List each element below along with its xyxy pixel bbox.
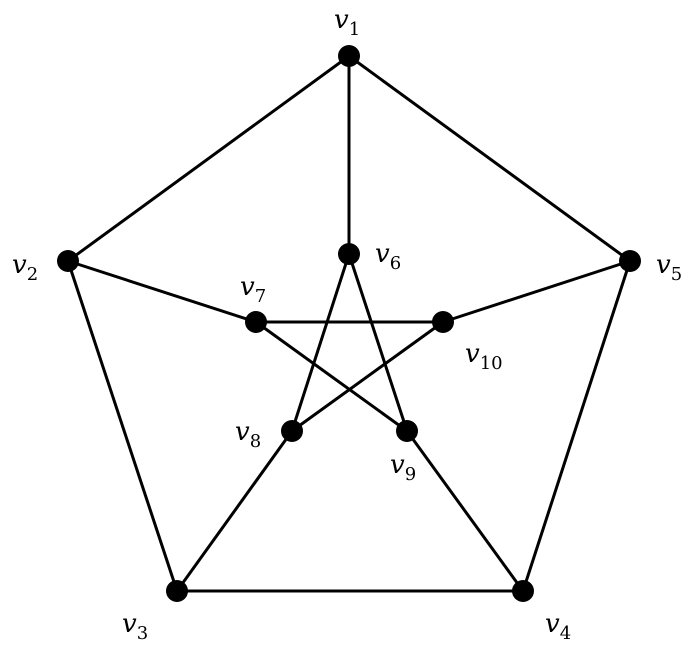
vertex-label-subscript: 10 [480, 353, 503, 374]
vertex-v7 [245, 311, 267, 333]
edge-v1-v2 [66, 54, 351, 263]
edge-v2-v3 [66, 259, 179, 593]
edge-v4-v5 [521, 259, 632, 593]
vertex-label-letter: v [240, 272, 255, 302]
vertex-label-subscript: 1 [349, 19, 360, 40]
vertex-label-v5: v5 [656, 250, 682, 285]
vertex-v4 [512, 580, 534, 602]
edge-v8-v10 [290, 320, 445, 433]
edge-v3-v8 [175, 429, 294, 593]
vertex-label-subscript: 2 [27, 264, 38, 285]
vertex-label-v3: v3 [122, 609, 148, 644]
edge-v6-v8 [290, 252, 351, 433]
vertex-label-letter: v [122, 609, 137, 639]
vertex-label-v8: v8 [235, 417, 261, 452]
vertex-v2 [57, 250, 79, 272]
vertex-v6 [338, 243, 360, 265]
vertex-label-subscript: 7 [255, 286, 266, 307]
vertex-label-letter: v [465, 339, 480, 369]
edge-v5-v10 [441, 259, 632, 324]
edge-v4-v9 [405, 429, 525, 593]
vertex-label-v6: v6 [375, 239, 401, 274]
vertex-v8 [281, 420, 303, 442]
vertex-label-subscript: 6 [390, 253, 401, 274]
vertex-label-subscript: 8 [250, 431, 261, 452]
vertex-v9 [396, 420, 418, 442]
vertex-label-subscript: 3 [137, 623, 148, 644]
vertex-label-v7: v7 [240, 272, 266, 307]
vertex-label-v9: v9 [390, 450, 416, 485]
edge-v5-v1 [347, 54, 632, 263]
vertex-label-letter: v [545, 609, 560, 639]
vertex-v10 [432, 311, 454, 333]
graph-edges [66, 54, 632, 593]
vertex-v3 [166, 580, 188, 602]
vertex-label-v4: v4 [545, 609, 571, 644]
vertex-v5 [619, 250, 641, 272]
vertex-label-subscript: 5 [671, 264, 682, 285]
vertex-label-letter: v [235, 417, 250, 447]
vertex-label-letter: v [390, 450, 405, 480]
vertex-label-subscript: 4 [560, 623, 571, 644]
vertex-label-letter: v [375, 239, 390, 269]
edge-v2-v7 [66, 259, 258, 324]
vertex-label-letter: v [334, 5, 349, 35]
vertex-label-v10: v10 [465, 339, 503, 374]
vertex-label-letter: v [656, 250, 671, 280]
edge-v9-v6 [347, 252, 409, 433]
vertex-v1 [338, 45, 360, 67]
edge-v7-v9 [254, 320, 409, 433]
vertex-label-v1: v1 [334, 5, 360, 40]
vertex-label-v2: v2 [12, 250, 38, 285]
vertex-label-letter: v [12, 250, 27, 280]
graph-vertices [57, 45, 641, 602]
vertex-label-subscript: 9 [405, 464, 416, 485]
